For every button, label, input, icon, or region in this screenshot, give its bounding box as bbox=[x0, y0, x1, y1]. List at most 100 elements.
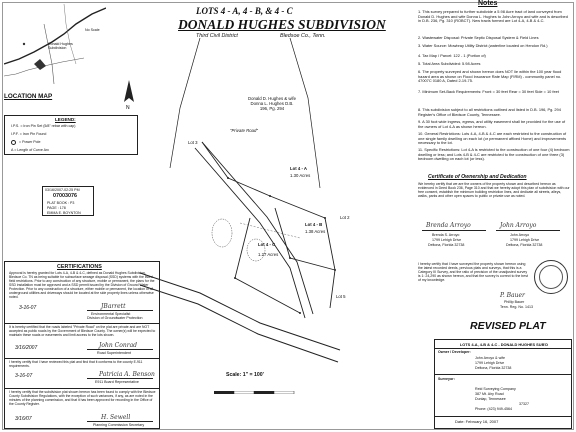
cert-ssd-signature: JBarrett bbox=[101, 303, 126, 310]
owner1-addr2: Deltona, Florida 32738 bbox=[428, 243, 465, 247]
legend-item-3: = Power Pole bbox=[19, 140, 41, 144]
note-2: 2. Wastewater Disposal: Private Septic D… bbox=[418, 35, 539, 40]
north-arrow: N bbox=[120, 80, 138, 111]
cert-planning-signature: H. Sewell bbox=[101, 414, 131, 421]
certifications-box: CERTIFICATIONS Approval is hereby grante… bbox=[4, 261, 160, 429]
note-10: 10. General Restrictions: Lots 4-A, 4-B … bbox=[418, 132, 567, 146]
surveyor-line-1: Reid Surveying Company bbox=[475, 387, 516, 391]
cert-road-signature: John Conrad bbox=[99, 342, 138, 349]
surveyor-name: Phillip Bauer bbox=[504, 300, 525, 304]
lot-4c-name: Lot 4 - C bbox=[258, 242, 276, 247]
note-11: 11. Specific Restrictions: Lot 4-A is re… bbox=[418, 148, 570, 162]
legend-item-4: A = Length of Curve Arc bbox=[11, 148, 50, 152]
legend-item-2: I.P.F. = Iron Pin Found bbox=[11, 132, 47, 136]
cert-date-1: 3-16-07 bbox=[19, 305, 37, 311]
ownership-title: Certificate of Ownership and Dedication bbox=[428, 174, 527, 180]
surveyor-cert-text: I hereby certify that I have surveyed th… bbox=[418, 262, 528, 283]
lot-4c-area: 1.27 Acres bbox=[258, 252, 279, 257]
cert-ssd-text: Approval is hereby granted for Lots 4-A,… bbox=[9, 271, 155, 299]
cert-planning-role: Planning Commission Secretary bbox=[93, 423, 145, 427]
owner2-signature-line bbox=[496, 224, 560, 231]
owner-line-3: Deltona, Florida 32738 bbox=[475, 366, 512, 370]
owner2-addr2: Deltona, Florida 32738 bbox=[506, 243, 543, 247]
lot-4b-name: Lot 4 - B bbox=[305, 222, 323, 227]
lot-4b-area: 1.38 Acres bbox=[305, 229, 326, 234]
owner1-addr1: 1799 Lehigh Drive bbox=[432, 238, 462, 242]
owner-line-2: 1799 Lehigh Drive bbox=[475, 361, 505, 365]
cert-ssd-role: Environmental Specialist bbox=[91, 312, 131, 316]
location-map bbox=[3, 3, 107, 98]
note-5: 5. Total Area Subdivided: 5.98 Acres bbox=[418, 61, 481, 66]
legend-title: LEGEND: bbox=[55, 117, 76, 122]
power-pole-icon bbox=[11, 140, 16, 145]
cert-e911-role: E911 Board Representative bbox=[95, 380, 139, 384]
title-block-header: LOTS 4-A, 4-B & 4-C - DONALD HUGHES SUB'… bbox=[459, 342, 549, 347]
surveyor-line-3: Dunlap, Tennessee bbox=[475, 397, 506, 401]
cert-planning-signature-line bbox=[87, 415, 153, 422]
surveyor-line-5: Phone: (423) 949-4564 bbox=[475, 407, 512, 411]
plat-date: Date: February 16, 2007 bbox=[455, 419, 499, 424]
subdivision-title: DONALD HUGHES SUBDIVISION bbox=[178, 17, 386, 32]
cert-road-role: Road Superintendent bbox=[97, 351, 131, 355]
legend-box: LEGEND: I.P.S. = Iron Pin Set (5/8" reba… bbox=[4, 115, 138, 155]
stamp-book-number: 07003076 bbox=[53, 193, 77, 199]
surveyor-seal-inner bbox=[539, 265, 563, 289]
lot-5-label: Lot 5 bbox=[336, 294, 346, 299]
surveyor-signature: P. Bauer bbox=[500, 292, 525, 299]
district-label: Third Civil District bbox=[196, 33, 238, 39]
nts-label: No Scale bbox=[85, 28, 100, 32]
owner1-signature: Brenda Arroyo bbox=[426, 222, 471, 229]
owner1-name: Brenda S. Arroyo bbox=[432, 233, 460, 237]
owner2-name: John Arroyo bbox=[510, 233, 530, 237]
cert-date-4: 3/16/07 bbox=[15, 416, 32, 422]
recording-stamp: 03/16/2007-02:25 PM 07003076 PLAT BOOK :… bbox=[42, 186, 94, 216]
owner2-signature: John Arroyo bbox=[500, 222, 537, 229]
note-6: 6. The property surveyed and shown hereo… bbox=[418, 70, 562, 84]
cert-date-2: 3/16/2007 bbox=[15, 345, 38, 351]
location-map-label: LOCATION MAP bbox=[4, 93, 53, 100]
stamp-register: EMMA E. BOYNTON bbox=[47, 211, 81, 215]
cert-road-text: It is hereby certified that the roads la… bbox=[9, 325, 156, 337]
lot-4a-area: 1.30 Acres bbox=[290, 173, 311, 178]
title-block: LOTS 4-A, 4-B & 4-C - DONALD HUGHES SUB'… bbox=[434, 339, 572, 429]
stamp-page: PAGE : 178 bbox=[47, 206, 66, 210]
location-map-drawing bbox=[3, 3, 107, 85]
owner-north-label: Donald D. Hughes & wife Donna L. Hughes … bbox=[248, 96, 297, 111]
cert-road-signature-line bbox=[87, 343, 153, 350]
cert-date-3: 3-16-07 bbox=[15, 373, 33, 379]
owner2-addr1: 1799 Lehigh Drive bbox=[510, 238, 540, 242]
note-4: 4. Tax Map / Parcel: 122 - 1 (Portion of… bbox=[418, 53, 486, 58]
cert-e911-signature: Patricia A. Benson bbox=[99, 371, 155, 378]
ownership-text: We hereby certify that we are the owners… bbox=[418, 182, 570, 199]
cert-e911-signature-line bbox=[87, 372, 153, 379]
cert-divider-2 bbox=[5, 358, 159, 359]
owner-line-1: John Arroyo & wife bbox=[475, 356, 505, 360]
lot-3-label: Lot 3 bbox=[188, 140, 198, 145]
cert-ssd-signature-line bbox=[87, 304, 153, 311]
title-block-divider-3 bbox=[435, 416, 571, 417]
svg-text:N: N bbox=[126, 105, 130, 110]
cert-e911-text: I hereby certify that I have reviewed th… bbox=[9, 360, 143, 368]
note-1: 1. This survey prepared to further subdi… bbox=[418, 10, 568, 24]
lot-4a-name: Lot 4 - A bbox=[290, 166, 308, 171]
note-8: 8. This subdivision subject to all restr… bbox=[418, 108, 561, 117]
owner-developer-label: Owner / Developer: bbox=[438, 350, 471, 354]
note-7: 7. Minimum Set-Back Requirements: Front … bbox=[418, 90, 559, 94]
lot-2-label: Lot 2 bbox=[340, 215, 350, 220]
note-3: 3. Water Source: Mowbray Utility Distric… bbox=[418, 43, 548, 48]
plat-drawing bbox=[140, 38, 341, 363]
location-subdivision-label: Donald Hughes Subdivision bbox=[48, 42, 73, 51]
title-block-divider-1 bbox=[435, 348, 571, 349]
private-road-label: "Private Road" bbox=[230, 128, 258, 133]
cert-ssd-division: Division of Groundwater Protection bbox=[87, 316, 143, 320]
surveyor-reg: Tenn. Reg. No. 1413 bbox=[500, 305, 533, 309]
cert-divider-3 bbox=[5, 388, 159, 389]
revised-plat-label: REVISED PLAT bbox=[470, 320, 546, 332]
surveyor-seal bbox=[534, 260, 568, 294]
owner1-signature-line bbox=[422, 224, 486, 231]
surveyor-line-4: 37327 bbox=[519, 402, 529, 406]
surveyor-line-2: 387 Mt. Airy Road bbox=[475, 392, 504, 396]
cert-divider-1 bbox=[5, 323, 159, 324]
title-block-divider-2 bbox=[435, 374, 571, 375]
